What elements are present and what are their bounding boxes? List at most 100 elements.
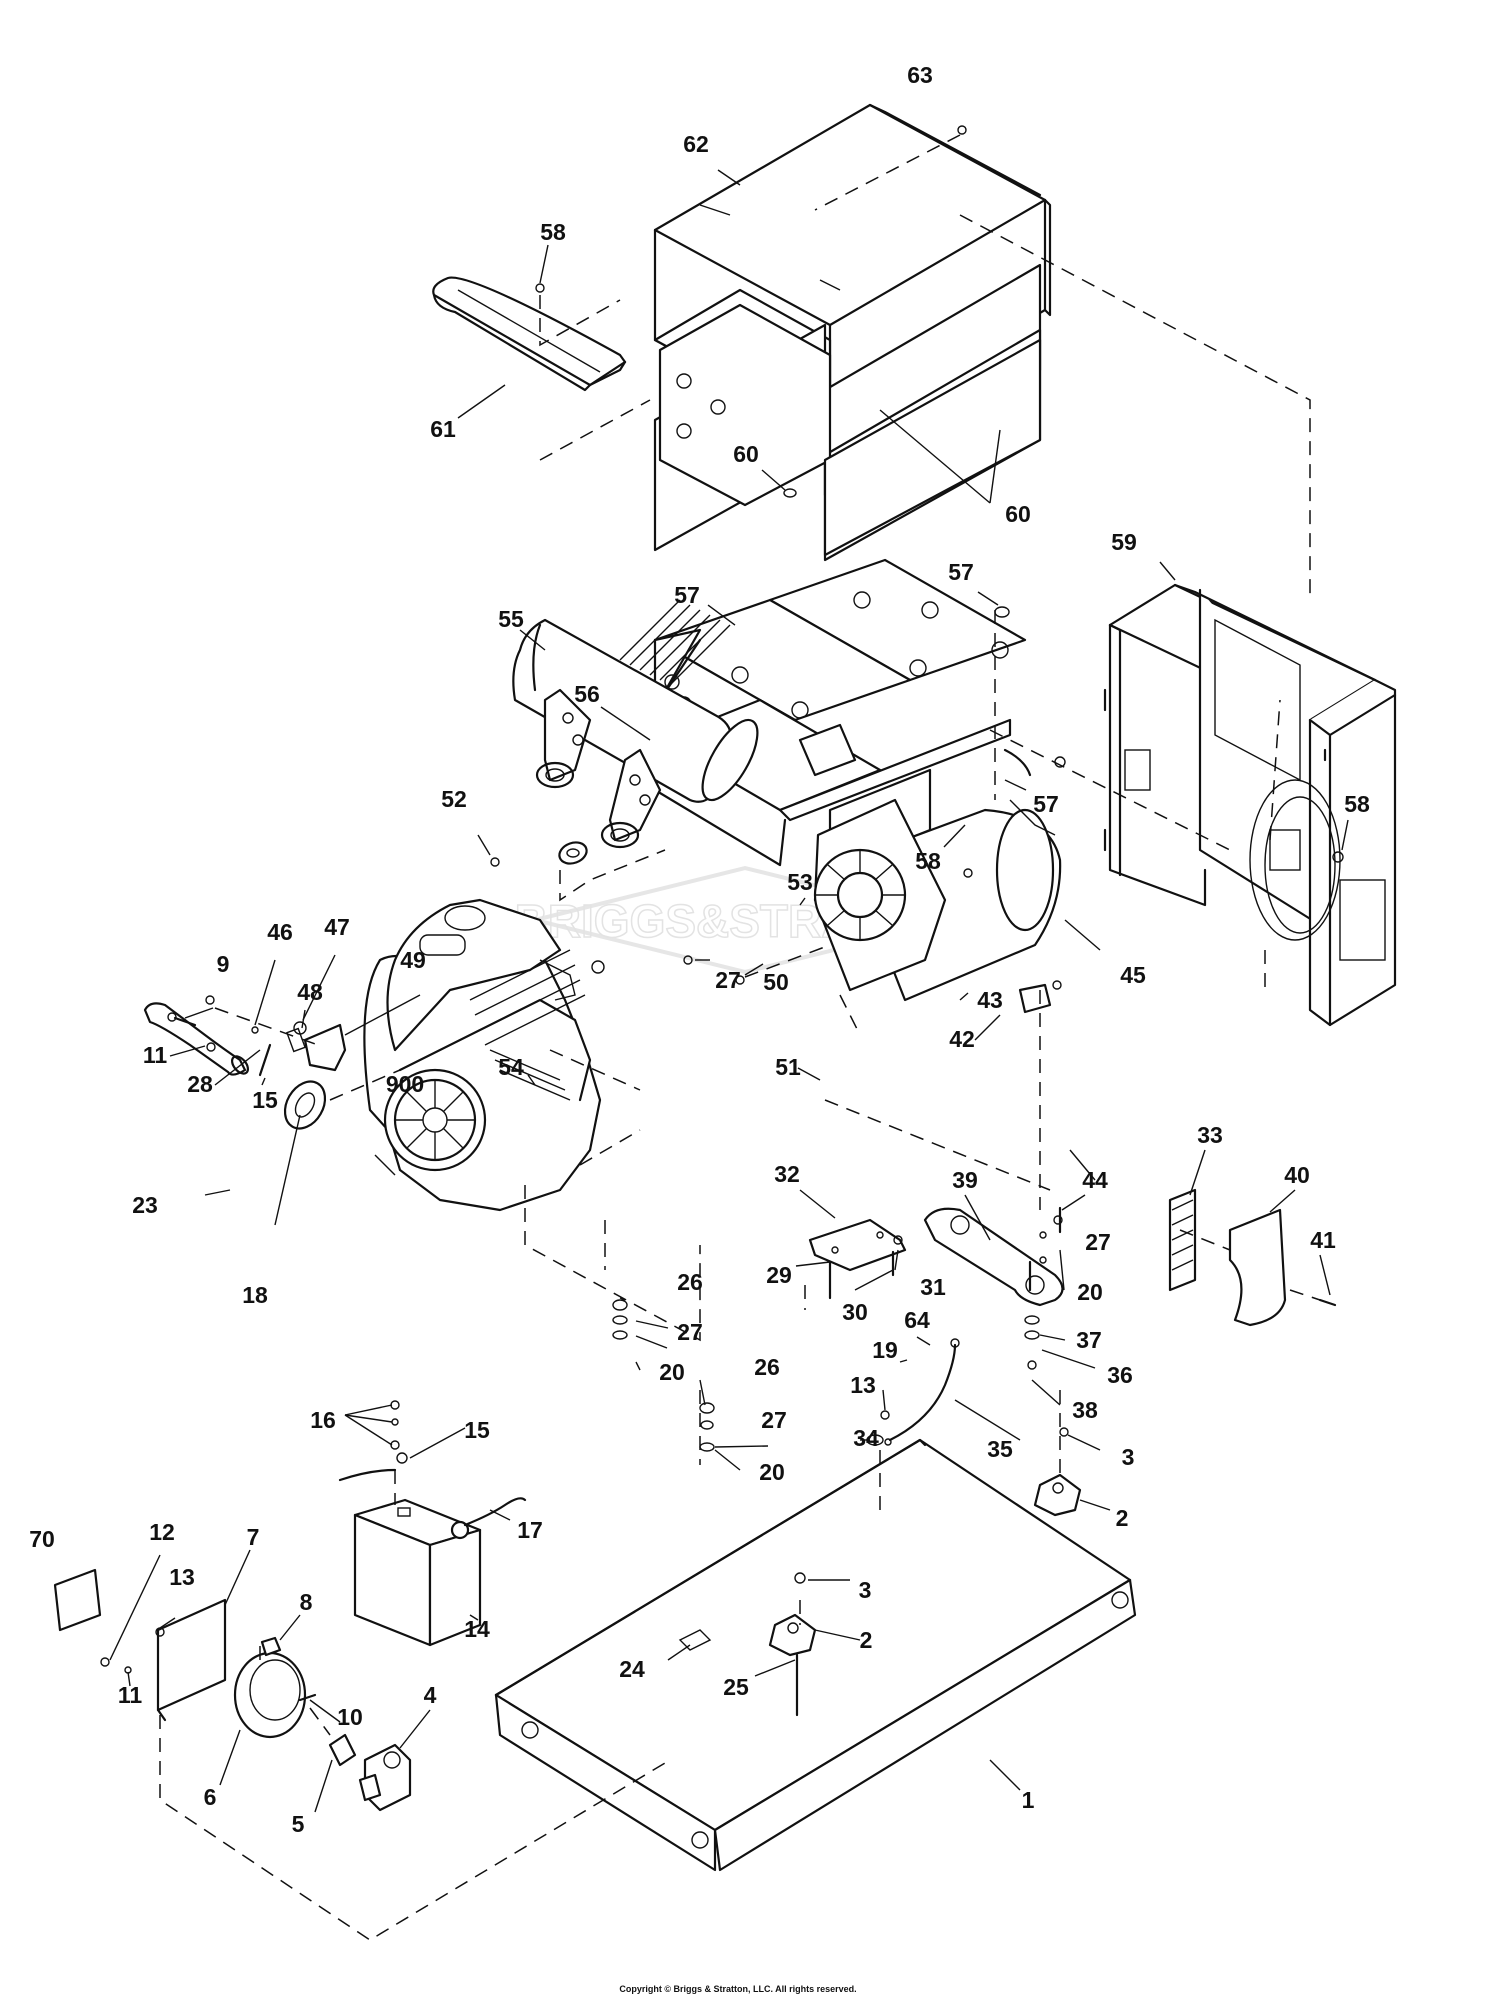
callout-27: 27 <box>715 967 741 993</box>
callout-61: 61 <box>430 416 456 442</box>
callout-26: 26 <box>677 1269 703 1295</box>
washer-11a <box>206 1042 216 1052</box>
callout-leaders <box>109 169 1349 1813</box>
decal-53 <box>798 723 857 777</box>
callout-46: 46 <box>267 919 293 945</box>
callout-25: 25 <box>723 1674 749 1700</box>
battery-14 <box>353 1497 527 1647</box>
callout-16: 16 <box>310 1407 336 1433</box>
fitting-5 <box>328 1733 357 1767</box>
callout-59: 59 <box>1111 529 1137 555</box>
callout-14: 14 <box>464 1616 490 1642</box>
bracket-32 <box>808 1218 907 1272</box>
callout-3b: 3 <box>859 1577 872 1603</box>
assembly-leader-lines <box>159 134 1321 1941</box>
callout-56: 56 <box>574 681 600 707</box>
callout-2: 2 <box>1116 1505 1129 1531</box>
mount-plate-39 <box>923 1207 1064 1307</box>
callout-24: 24 <box>619 1656 645 1682</box>
regulator-6 <box>233 1636 317 1739</box>
callout-labels: 63 62 58 61 60 60 59 57 57 56 57 55 52 5… <box>29 62 1370 1837</box>
callout-15b: 15 <box>464 1417 490 1443</box>
bolt-9 <box>167 1012 197 1027</box>
callout-23: 23 <box>132 1192 158 1218</box>
callout-11: 11 <box>143 1042 168 1068</box>
callout-49: 49 <box>400 947 426 973</box>
callout-60: 60 <box>733 441 759 467</box>
muffler-55 <box>512 599 759 849</box>
callout-1: 1 <box>1022 1787 1035 1813</box>
callout-52: 52 <box>441 786 467 812</box>
callout-58c: 58 <box>1344 791 1370 817</box>
callout-60b: 60 <box>1005 501 1031 527</box>
callout-4: 4 <box>424 1682 437 1708</box>
callout-13: 13 <box>850 1372 876 1398</box>
callout-30: 30 <box>842 1299 868 1325</box>
ground-cable-35 <box>888 1338 960 1442</box>
callout-57: 57 <box>674 582 700 608</box>
callout-20: 20 <box>1077 1279 1103 1305</box>
callout-57c: 57 <box>1033 791 1059 817</box>
callout-40: 40 <box>1284 1162 1310 1188</box>
callout-45: 45 <box>1120 962 1146 988</box>
callout-31: 31 <box>920 1274 946 1300</box>
vibration-mount-2a <box>1033 1473 1082 1517</box>
grille-33 <box>1168 1188 1197 1292</box>
callout-15: 15 <box>252 1087 278 1113</box>
callout-13b: 13 <box>169 1564 195 1590</box>
battery-cable-15 <box>338 1468 397 1482</box>
callout-19: 19 <box>872 1337 898 1363</box>
callout-9: 9 <box>217 951 230 977</box>
callout-18: 18 <box>242 1282 268 1308</box>
callout-27c: 27 <box>677 1319 703 1345</box>
callout-12: 12 <box>149 1519 175 1545</box>
callout-44: 44 <box>1082 1167 1108 1193</box>
mounting-plate-7 <box>156 1598 227 1722</box>
callout-58: 58 <box>540 219 566 245</box>
callout-38: 38 <box>1072 1397 1098 1423</box>
callout-70: 70 <box>29 1526 55 1552</box>
duct-40 <box>1228 1208 1287 1327</box>
callout-36: 36 <box>1107 1362 1133 1388</box>
callout-11b: 11 <box>118 1682 143 1708</box>
exhaust-gasket-54 <box>558 841 588 865</box>
callout-54: 54 <box>498 1054 524 1080</box>
callout-29: 29 <box>766 1262 792 1288</box>
callout-51: 51 <box>775 1054 801 1080</box>
callout-37: 37 <box>1076 1327 1102 1353</box>
callout-39: 39 <box>952 1167 978 1193</box>
front-panel-61 <box>432 276 627 392</box>
hardware-fasteners <box>100 125 1344 1674</box>
grommet-18 <box>283 1080 327 1130</box>
alternator-51 <box>813 798 1062 1014</box>
top-panel-60 <box>823 338 1042 557</box>
callout-3: 3 <box>1122 1444 1135 1470</box>
callout-26b: 26 <box>754 1354 780 1380</box>
callout-63: 63 <box>907 62 933 88</box>
callout-55: 55 <box>498 606 524 632</box>
callout-64: 64 <box>904 1307 930 1333</box>
vibration-mount-2b <box>768 1613 817 1657</box>
callout-43: 43 <box>977 987 1003 1013</box>
callout-57b: 57 <box>948 559 974 585</box>
decal-70 <box>53 1568 102 1632</box>
callout-58b: 58 <box>915 848 941 874</box>
callout-10: 10 <box>337 1704 363 1730</box>
callout-17: 17 <box>517 1517 543 1543</box>
callout-42: 42 <box>949 1026 975 1052</box>
callout-900: 900 <box>386 1071 424 1097</box>
callout-27b: 27 <box>1085 1229 1111 1255</box>
engine-900 <box>363 898 605 1212</box>
callout-50: 50 <box>763 969 789 995</box>
copyright-notice: Copyright © Briggs & Stratton, LLC. All … <box>619 1984 856 1994</box>
bolt-41 <box>1318 1298 1337 1307</box>
callout-35: 35 <box>987 1436 1013 1462</box>
solenoid-valve-4 <box>358 1743 412 1812</box>
callout-7: 7 <box>247 1524 260 1550</box>
callout-33: 33 <box>1197 1122 1223 1148</box>
callout-6: 6 <box>204 1784 217 1810</box>
callout-62: 62 <box>683 131 709 157</box>
callout-8: 8 <box>300 1589 313 1615</box>
callout-47: 47 <box>324 914 350 940</box>
callout-32: 32 <box>774 1161 800 1187</box>
